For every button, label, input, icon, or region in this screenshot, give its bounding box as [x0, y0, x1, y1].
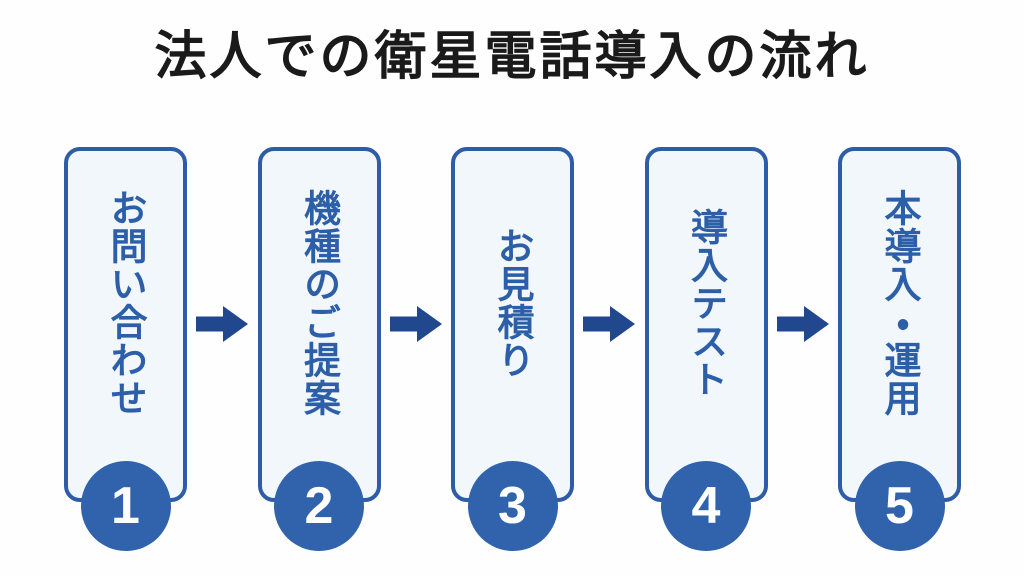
step-number-badge: 4 — [661, 461, 751, 551]
step-3: お見積り 3 — [451, 147, 574, 551]
step-box: 本導入・運用 — [838, 147, 961, 502]
step-number-badge: 3 — [467, 461, 558, 551]
flow-steps: お問い合わせ 1 機種のご提案 2 お見積り 3 導入テスト — [64, 147, 961, 551]
arrow-right-icon — [777, 306, 829, 342]
step-label: 機種のご提案 — [298, 188, 340, 417]
step-box: 機種のご提案 — [257, 147, 381, 502]
step-number-badge: 2 — [274, 461, 364, 551]
arrow-right-icon — [196, 306, 248, 342]
step-box: お見積り — [451, 147, 574, 502]
step-number-badge: 5 — [854, 461, 945, 551]
page-title: 法人での衛星電話導入の流れ — [154, 28, 870, 86]
step-label: 導入テスト — [685, 207, 727, 398]
step-box: 導入テスト — [644, 147, 768, 502]
step-2: 機種のご提案 2 — [257, 147, 381, 551]
step-label: お見積り — [492, 226, 533, 379]
step-number-badge: 1 — [80, 461, 171, 551]
step-1: お問い合わせ 1 — [64, 147, 187, 551]
step-number: 2 — [304, 477, 334, 535]
step-box: お問い合わせ — [64, 147, 187, 502]
step-number: 1 — [111, 477, 140, 535]
step-label: お問い合わせ — [105, 188, 146, 417]
step-4: 導入テスト 4 — [644, 147, 768, 551]
step-5: 本導入・運用 5 — [838, 147, 961, 551]
step-label: 本導入・運用 — [879, 188, 920, 417]
arrow-right-icon — [390, 306, 442, 342]
step-number: 5 — [885, 477, 914, 535]
arrow-right-icon — [583, 306, 635, 342]
step-number: 4 — [691, 477, 721, 535]
step-number: 3 — [498, 477, 527, 535]
